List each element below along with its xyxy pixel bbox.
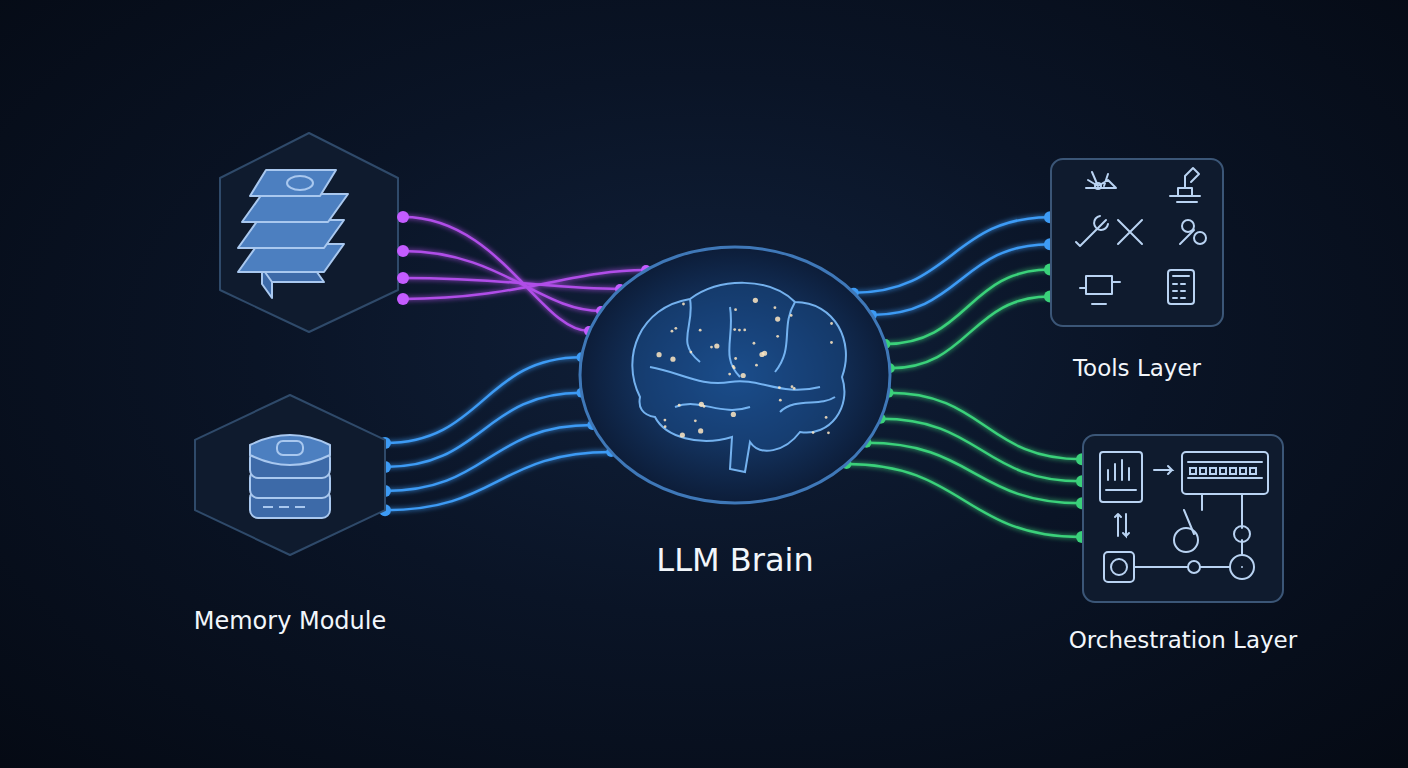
- connector-line: [846, 464, 1082, 537]
- module-node: Memory Module: [195, 395, 385, 555]
- hexagon-outline: [195, 395, 385, 555]
- connector: [861, 438, 1088, 509]
- connector-line: [866, 443, 1082, 503]
- connector-line: [854, 217, 1050, 293]
- connector: [379, 352, 587, 449]
- tools-panel: [1050, 158, 1224, 327]
- layers-module: [220, 133, 398, 332]
- connector: [885, 291, 1056, 374]
- connector: [379, 447, 616, 516]
- connector-line: [872, 244, 1050, 315]
- connector: [880, 264, 1056, 349]
- module-node: LLM Brain: [580, 247, 890, 503]
- node-label: Tools Layer: [1073, 355, 1201, 383]
- node-label: Orchestration Layer: [1069, 627, 1297, 655]
- brain-circle: [580, 247, 890, 503]
- connector-line: [890, 297, 1050, 369]
- node-label: LLM Brain: [656, 541, 813, 579]
- connector-line: [385, 452, 611, 510]
- connector: [841, 459, 1088, 543]
- connector: [379, 388, 587, 473]
- module-node: Tools Layer: [1050, 158, 1224, 327]
- connector: [867, 238, 1056, 320]
- connector-line: [881, 419, 1082, 482]
- module-node: Orchestration Layer: [1082, 434, 1284, 603]
- orchestration-panel: [1082, 434, 1284, 603]
- node-label: Memory Module: [194, 607, 387, 636]
